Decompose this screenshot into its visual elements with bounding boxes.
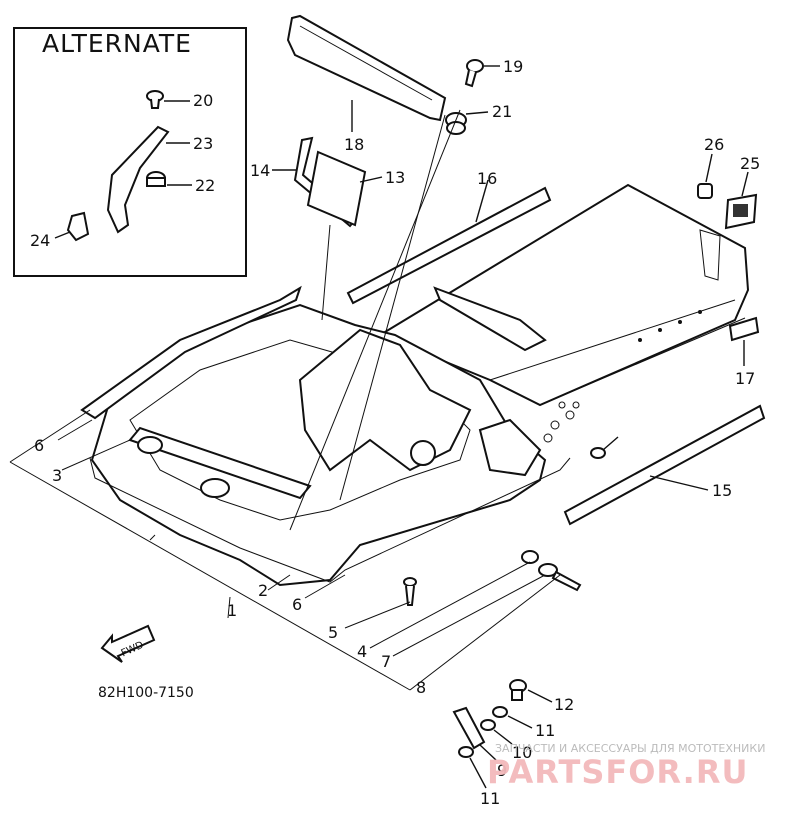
fwd-arrow-icon: FWD [100,624,156,663]
label-24: 24 [30,231,50,250]
bolt-19-icon [464,59,484,88]
spacer-10-icon [480,719,496,731]
label-19: 19 [503,57,523,76]
bolt-12-icon [509,679,527,701]
label-4: 4 [357,642,367,661]
seat-cover-18-icon [286,14,447,122]
alternate-title: ALTERNATE [42,29,192,58]
label-8: 8 [416,678,426,697]
label-6-left: 6 [34,436,44,455]
label-10: 10 [512,743,532,762]
label-15: 15 [712,481,732,500]
watermark: ЗАПЧАСТИ И АКСЕССУАРЫ ДЛЯ МОТОТЕХНИКИ PA… [487,742,765,791]
label-13: 13 [385,168,405,187]
label-3: 3 [52,466,62,485]
alternate-inset: ALTERNATE 20 23 22 24 [13,27,247,277]
label-1: 1 [227,601,237,620]
label-12: 12 [554,695,574,714]
label-11-bottom: 11 [480,789,500,808]
label-11-top: 11 [535,721,555,740]
reflector-25-icon [724,193,758,230]
label-25: 25 [740,154,760,173]
label-7: 7 [381,652,391,671]
washer-4-icon [521,550,539,564]
bolt-20-icon [146,90,164,109]
watermark-brand: PARTSFOR.RU [487,753,748,791]
label-16: 16 [477,169,497,188]
washer-11-bottom-icon [458,746,474,758]
bracket-9-icon [452,706,486,750]
label-18: 18 [344,135,364,154]
label-2: 2 [258,581,268,600]
label-21: 21 [492,102,512,121]
label-5: 5 [328,623,338,642]
strip-15-icon [563,404,766,526]
leader-lines [9,409,561,691]
label-17: 17 [735,369,755,388]
grommet-21-icon [445,112,467,135]
label-26: 26 [704,135,724,154]
bracket-23-icon [106,125,170,234]
screw-7-icon [538,563,582,592]
diagram-code: 82H100-7150 [98,685,194,701]
chassis-frame-icon [80,183,750,587]
rivet-5-icon [403,577,417,606]
bolt-15-icon [590,436,619,459]
pad-24-icon [66,211,90,242]
watermark-tagline: ЗАПЧАСТИ И АКСЕССУАРЫ ДЛЯ МОТОТЕХНИКИ [495,742,765,755]
label-22: 22 [195,176,215,195]
nut-22-icon [146,171,166,187]
clip-26-icon [697,183,713,199]
pad-13-icon [306,150,367,227]
label-23: 23 [193,134,213,153]
label-20: 20 [193,91,213,110]
label-14: 14 [250,161,270,180]
strip-16-icon [346,186,552,305]
decal-17-icon [728,316,760,342]
label-6-bottom: 6 [292,595,302,614]
label-9: 9 [497,761,507,780]
washer-11-top-icon [492,706,508,718]
